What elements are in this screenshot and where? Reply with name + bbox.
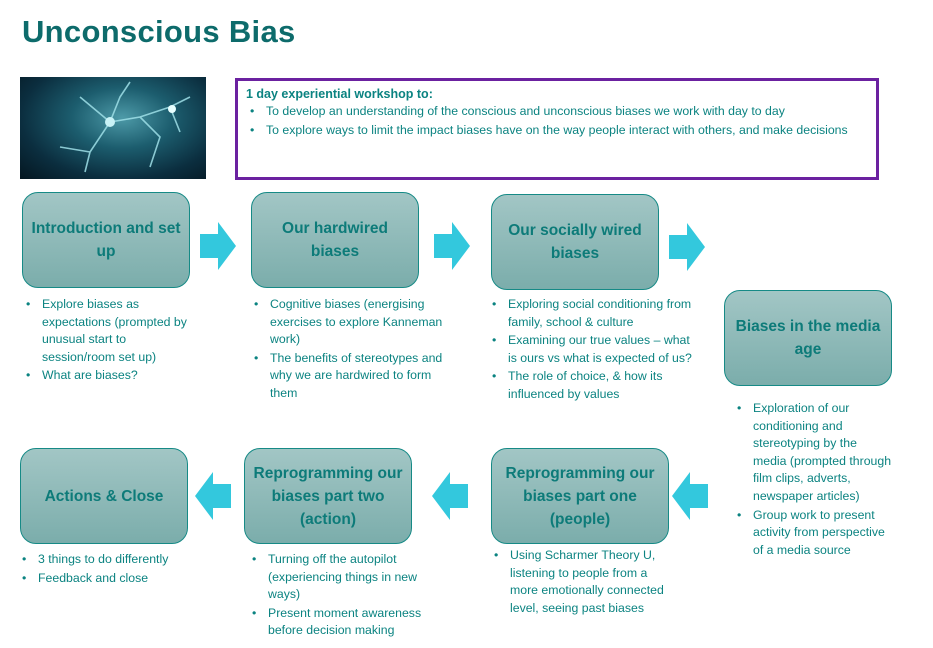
step-media-age: Biases in the media age — [724, 290, 892, 386]
detail-item: Using Scharmer Theory U, listening to pe… — [490, 547, 675, 617]
detail-item: The role of choice, & how its influenced… — [488, 368, 693, 403]
neuron-image — [20, 77, 206, 179]
arrow-left-icon — [672, 472, 708, 520]
step-introduction: Introduction and set up — [22, 192, 190, 288]
detail-item: 3 things to do differently — [18, 551, 218, 569]
objective-item: To explore ways to limit the impact bias… — [246, 122, 856, 140]
step-hardwired-biases: Our hardwired biases — [251, 192, 419, 288]
detail-item: Examining our true values – what is ours… — [488, 332, 693, 367]
detail-item: Present moment awareness before decision… — [248, 605, 448, 640]
arrow-left-icon — [195, 472, 231, 520]
reprogramming-two-details: Turning off the autopilot (experiencing … — [248, 551, 448, 641]
step-socially-wired-biases: Our socially wired biases — [491, 194, 659, 290]
step-actions-close: Actions & Close — [20, 448, 188, 544]
arrow-right-icon — [434, 222, 470, 270]
step-reprogramming-part-one: Reprogramming our biases part one (peopl… — [491, 448, 669, 544]
arrow-right-icon — [669, 223, 705, 271]
detail-item: Explore biases as expectations (prompted… — [22, 296, 197, 366]
detail-item: Turning off the autopilot (experiencing … — [248, 551, 448, 604]
page-title: Unconscious Bias — [22, 14, 296, 49]
detail-item: The benefits of stereotypes and why we a… — [250, 350, 455, 403]
arrow-left-icon — [432, 472, 468, 520]
introduction-details: Explore biases as expectations (prompted… — [22, 296, 197, 386]
detail-item: Exploring social conditioning from famil… — [488, 296, 693, 331]
step-reprogramming-part-two: Reprogramming our biases part two (actio… — [244, 448, 412, 544]
detail-item: Group work to present activity from pers… — [733, 507, 893, 560]
objectives-heading: 1 day experiential workshop to: — [246, 87, 433, 101]
hardwired-details: Cognitive biases (energising exercises t… — [250, 296, 455, 404]
detail-item: Exploration of our conditioning and ster… — [733, 400, 893, 506]
objective-item: To develop an understanding of the consc… — [246, 103, 876, 121]
actions-close-details: 3 things to do differently Feedback and … — [18, 551, 218, 588]
arrow-right-icon — [200, 222, 236, 270]
workshop-objectives-box: 1 day experiential workshop to: To devel… — [235, 78, 879, 180]
socially-wired-details: Exploring social conditioning from famil… — [488, 296, 693, 405]
detail-item: Cognitive biases (energising exercises t… — [250, 296, 455, 349]
media-age-details: Exploration of our conditioning and ster… — [733, 400, 893, 560]
reprogramming-one-details: Using Scharmer Theory U, listening to pe… — [490, 547, 675, 618]
detail-item: What are biases? — [22, 367, 197, 385]
detail-item: Feedback and close — [18, 570, 218, 588]
